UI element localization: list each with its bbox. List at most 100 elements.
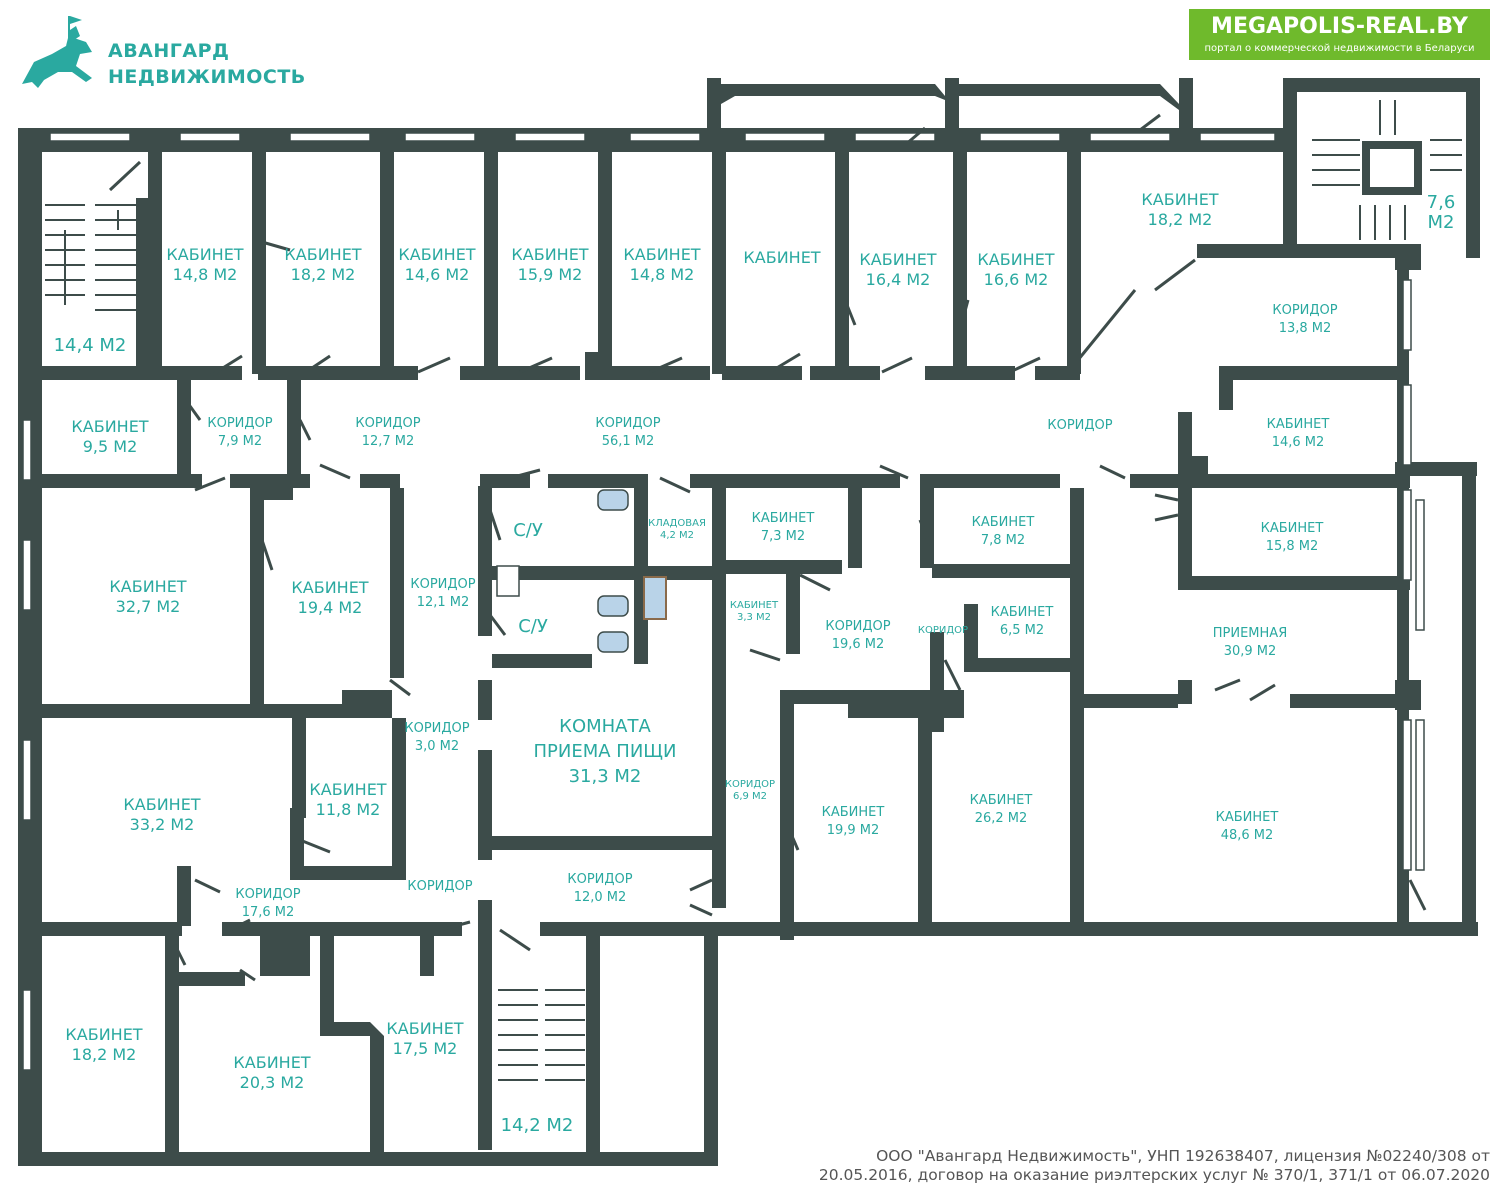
legal-notice: ООО "Авангард Недвижимость", УНП 1926384… — [700, 1147, 1490, 1185]
room-area: 12,7 М2 — [362, 434, 415, 449]
room-area: 14,8 М2 — [630, 265, 695, 284]
legal-line1: ООО "Авангард Недвижимость", УНП 1926384… — [876, 1147, 1490, 1165]
room-area: 7,3 М2 — [761, 529, 805, 544]
badge-title: MEGAPOLIS-REAL.BY — [1211, 14, 1468, 39]
room-area: 15,8 М2 — [1266, 539, 1319, 554]
company-logo — [22, 16, 92, 88]
room-name: КОРИДОР — [404, 721, 469, 736]
knight-horse-icon — [22, 16, 92, 88]
dining-room-line1: КОМНАТА — [559, 716, 651, 737]
room-name: КОРИДОР — [235, 887, 300, 902]
room-name: КАБИНЕТ — [166, 245, 243, 264]
room-name: КОРИДОР — [410, 577, 475, 592]
wc-fixtures — [496, 489, 667, 653]
doors — [108, 113, 1427, 1016]
room-name: КАБИНЕТ — [511, 245, 588, 264]
room-area: 14,4 М2 — [54, 335, 127, 356]
room-area: 14,2 М2 — [501, 1115, 574, 1136]
company-name-line1: АВАНГАРД — [108, 40, 230, 62]
staircase-right — [1312, 100, 1462, 240]
room-name: КАБИНЕТ — [859, 250, 936, 269]
room-name: КОРИДОР — [1047, 418, 1112, 433]
room-area: 14,6 М2 — [405, 265, 470, 284]
room-area: 17,5 М2 — [393, 1039, 458, 1058]
room-area: 6,9 М2 — [733, 791, 767, 802]
room-name: КАБИНЕТ — [291, 578, 368, 597]
room-name: КАБИНЕТ — [972, 515, 1035, 530]
toilet-icon — [597, 631, 629, 653]
room-name: КОРИДОР — [567, 872, 632, 887]
room-name: КАБИНЕТ — [309, 780, 386, 799]
room-area: 30,9 М2 — [1224, 644, 1277, 659]
room-area: М2 — [1428, 212, 1455, 233]
staircase-left — [45, 204, 136, 311]
room-area: 18,2 М2 — [1148, 210, 1213, 229]
room-name: КАБИНЕТ — [71, 417, 148, 436]
room-name: КЛАДОВАЯ — [648, 518, 706, 529]
room-name: КАБИНЕТ — [977, 250, 1054, 269]
room-area: 32,7 М2 — [116, 597, 181, 616]
room-area: 48,6 М2 — [1221, 828, 1274, 843]
room-name: КАБИНЕТ — [233, 1053, 310, 1072]
room-name: КАБИНЕТ — [1261, 521, 1324, 536]
room-area: 56,1 М2 — [602, 434, 655, 449]
room-name: КОРИДОР — [207, 416, 272, 431]
room-area: 17,6 М2 — [242, 905, 295, 920]
room-area: 7,8 М2 — [981, 533, 1025, 548]
room-area: 11,8 М2 — [316, 800, 381, 819]
room-name: КОРИДОР — [595, 416, 660, 431]
sink-icon — [496, 565, 520, 597]
room-name: КАБИНЕТ — [752, 511, 815, 526]
room-name: КАБИНЕТ — [386, 1019, 463, 1038]
room-name: КАБИНЕТ — [743, 248, 820, 267]
room-area: 7,9 М2 — [218, 434, 262, 449]
room-name: КОРИДОР — [1272, 303, 1337, 318]
room-name: КОРИДОР — [355, 416, 420, 431]
room-name: КАБИНЕТ — [1267, 417, 1330, 432]
room-name: КОРИДОР — [825, 619, 890, 634]
room-area: 18,2 М2 — [72, 1045, 137, 1064]
legal-line2: 20.05.2016, договор на оказание риэлтерс… — [818, 1166, 1490, 1184]
toilet-icon — [597, 595, 629, 617]
room-area: 18,2 М2 — [291, 265, 356, 284]
room-area: 15,9 М2 — [518, 265, 583, 284]
room-area: 6,5 М2 — [1000, 623, 1044, 638]
room-name: С/У — [518, 616, 548, 637]
badge-subtitle: портал о коммерческой недвижимости в Бел… — [1204, 43, 1475, 54]
dining-room-line2: ПРИЕМА ПИЩИ — [534, 741, 677, 762]
staircase-bottom — [498, 989, 585, 1081]
room-area: 9,5 М2 — [83, 437, 138, 456]
room-area: 33,2 М2 — [130, 815, 195, 834]
room-name: КОРИДОР — [725, 779, 775, 790]
room-area: 13,8 М2 — [1279, 321, 1332, 336]
room-area: 19,9 М2 — [827, 823, 880, 838]
room-name: КАБИНЕТ — [970, 793, 1033, 808]
room-area: 19,6 М2 — [832, 637, 885, 652]
dining-room-area: 31,3 М2 — [569, 766, 642, 787]
room-name: КОРИДОР — [918, 625, 968, 636]
room-name: КАБИНЕТ — [991, 605, 1054, 620]
room-area: 14,6 М2 — [1272, 435, 1325, 450]
room-name: КАБИНЕТ — [398, 245, 475, 264]
company-name-line2: НЕДВИЖИМОСТЬ — [108, 66, 306, 88]
room-name: 7,6 — [1427, 192, 1456, 213]
room-area: 12,1 М2 — [417, 595, 470, 610]
megapolis-badge[interactable]: MEGAPOLIS-REAL.BY портал о коммерческой … — [1189, 9, 1490, 60]
room-name: КАБИНЕТ — [822, 805, 885, 820]
company-name: АВАНГАРД НЕДВИЖИМОСТЬ — [108, 38, 306, 90]
room-name: КАБИНЕТ — [1216, 810, 1279, 825]
room-area: 16,4 М2 — [866, 270, 931, 289]
room-area: 4,2 М2 — [660, 530, 694, 541]
room-name: КАБИНЕТ — [284, 245, 361, 264]
room-name: КАБИНЕТ — [623, 245, 700, 264]
stove-icon — [643, 576, 667, 620]
room-name: КАБИНЕТ — [123, 795, 200, 814]
room-area: 20,3 М2 — [240, 1073, 305, 1092]
room-name: КАБИНЕТ — [1141, 190, 1218, 209]
room-name: С/У — [513, 520, 543, 541]
room-name: КАБИНЕТ — [109, 577, 186, 596]
windows — [22, 132, 1425, 1071]
room-area: 14,8 М2 — [173, 265, 238, 284]
